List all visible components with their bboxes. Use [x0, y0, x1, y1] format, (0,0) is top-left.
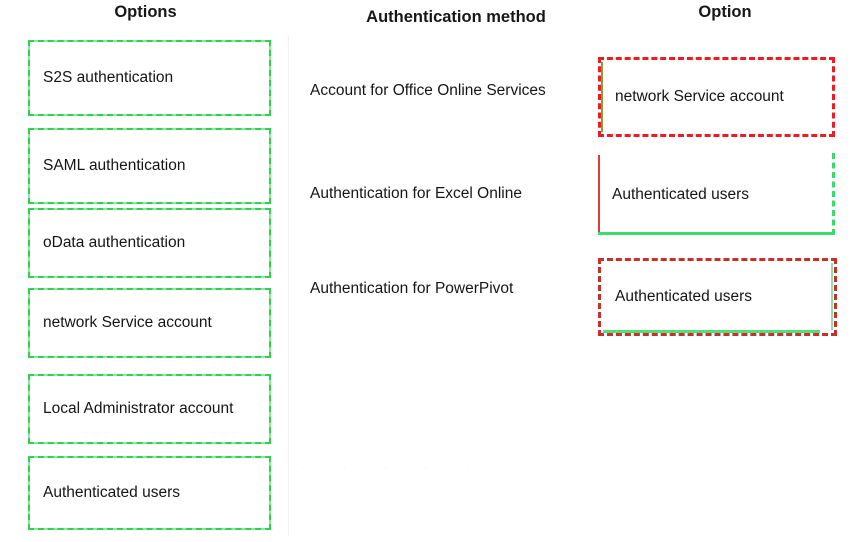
answer-accent-bar	[601, 62, 603, 132]
method-label-excel-online: Authentication for Excel Online	[310, 185, 522, 202]
authentication-method-column-header: Authentication method	[366, 8, 546, 26]
option-card-label: SAML authentication	[43, 156, 186, 174]
answer-dropzone-office-online-services[interactable]: network Service account	[598, 57, 835, 137]
option-column-header: Option	[698, 3, 752, 21]
option-card-label: network Service account	[43, 313, 212, 331]
option-card-local-administrator-account[interactable]: Local Administrator account	[28, 374, 271, 444]
answer-border-right	[831, 263, 833, 330]
answer-dropzone-label: Authenticated users	[615, 288, 753, 305]
option-card-odata-authentication[interactable]: oData authentication	[28, 208, 271, 278]
answer-border-right	[832, 153, 835, 235]
option-card-authenticated-users[interactable]: Authenticated users	[28, 456, 271, 530]
method-label-powerpivot: Authentication for PowerPivot	[310, 280, 514, 297]
options-column-header: Options	[114, 3, 177, 21]
answer-dropzone-label: Authenticated users	[612, 186, 750, 203]
answer-dropzone-excel-online[interactable]: Authenticated users	[598, 153, 835, 235]
option-card-label: S2S authentication	[43, 68, 174, 86]
answer-dropzone-label: network Service account	[615, 88, 784, 105]
answer-border-bottom	[603, 330, 820, 333]
column-divider	[288, 36, 289, 536]
option-card-label: Authenticated users	[43, 483, 181, 501]
method-label-office-online-services: Account for Office Online Services	[310, 82, 546, 99]
answer-border-bottom	[598, 232, 835, 235]
option-card-label: oData authentication	[43, 233, 186, 251]
answer-border-left	[598, 155, 600, 235]
option-card-s2s-authentication[interactable]: S2S authentication	[28, 40, 271, 116]
option-card-saml-authentication[interactable]: SAML authentication	[28, 128, 271, 204]
option-card-network-service-account[interactable]: network Service account	[28, 288, 271, 358]
option-card-label: Local Administrator account	[43, 399, 234, 417]
answer-dropzone-powerpivot[interactable]: Authenticated users	[598, 258, 837, 336]
background-watermark: · · · · ·	[300, 455, 485, 480]
